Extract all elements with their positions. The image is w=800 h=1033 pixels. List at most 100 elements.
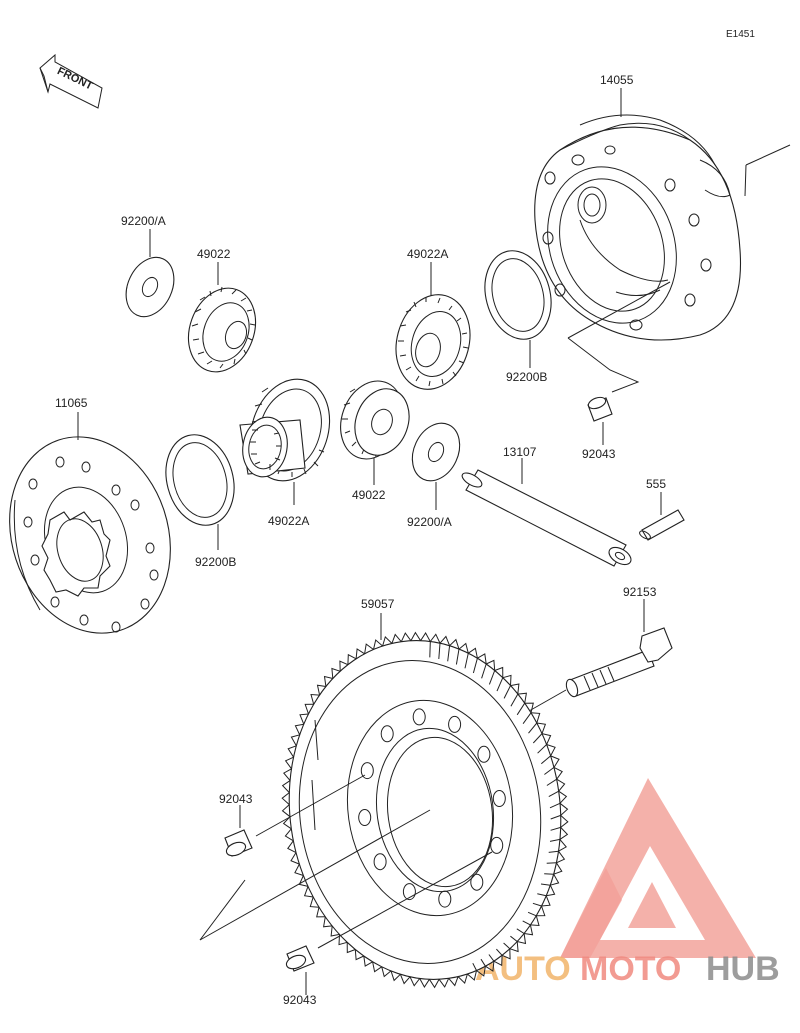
ring-gear-bolt-hole bbox=[360, 762, 374, 780]
ring-gear-tooth bbox=[331, 667, 341, 679]
ring-gear-tooth bbox=[391, 633, 402, 644]
ring-gear-tooth-face bbox=[528, 722, 538, 734]
ring-gear-tooth bbox=[290, 852, 300, 865]
ring-gear-tooth-face bbox=[522, 920, 531, 926]
label-11065: 11065 bbox=[55, 396, 88, 410]
ring-gear-tooth bbox=[517, 692, 528, 704]
ring-gear-tooth bbox=[339, 660, 349, 672]
ring-gear-tooth bbox=[429, 633, 441, 644]
label-555: 555 bbox=[646, 477, 666, 491]
ring-gear-tooth bbox=[419, 978, 430, 988]
ring-gear-tooth bbox=[546, 884, 556, 897]
ring-gear-tooth bbox=[310, 693, 320, 705]
bolt-92153 bbox=[565, 627, 673, 698]
label-14055: 14055 bbox=[600, 73, 634, 87]
label-92043-right: 92043 bbox=[582, 447, 616, 461]
ring-gear-tooth-face bbox=[447, 645, 451, 662]
ring-gear-tooth-face bbox=[549, 802, 561, 809]
label-49022a-side: 49022A bbox=[268, 514, 309, 528]
ring-gear-tooth bbox=[347, 653, 357, 665]
ring-gear-tooth bbox=[530, 712, 541, 724]
label-92043-left: 92043 bbox=[219, 792, 253, 806]
ring-gear-tooth bbox=[287, 745, 297, 758]
ring-gear-tooth bbox=[541, 733, 552, 745]
ring-gear-bolt-hole bbox=[448, 715, 462, 733]
ring-gear-tooth bbox=[290, 734, 300, 747]
ring-gear-tooth-face bbox=[548, 790, 559, 798]
label-92200a-top: 92200/A bbox=[121, 214, 166, 228]
label-92043-bottom: 92043 bbox=[283, 993, 317, 1007]
shim-92200b-left bbox=[165, 434, 235, 526]
ring-gear-tooth bbox=[281, 792, 290, 805]
ring-gear-tooth bbox=[541, 895, 551, 907]
ring-gear-tooth bbox=[536, 905, 546, 917]
ring-gear-tooth bbox=[284, 828, 294, 842]
ring-gear-tooth-face bbox=[496, 948, 503, 956]
ring-gear-tooth-face bbox=[429, 641, 431, 658]
ring-gear-tooth-face bbox=[516, 928, 525, 934]
ring-gear-tooth bbox=[556, 778, 566, 792]
svg-text:MOTO: MOTO bbox=[580, 950, 681, 988]
ring-gear-tooth bbox=[493, 955, 503, 967]
ring-gear-tooth-face bbox=[488, 670, 496, 685]
ring-gear-tooth bbox=[477, 653, 487, 665]
ring-gear-tooth-face bbox=[503, 685, 511, 699]
watermark-logo bbox=[560, 778, 756, 958]
shim-92200b-right bbox=[484, 250, 552, 340]
ring-gear-tooth-face bbox=[549, 838, 560, 842]
ring-gear-tooth bbox=[316, 907, 326, 918]
ring-gear-tooth-face bbox=[472, 962, 477, 971]
ring-gear-tooth bbox=[558, 790, 568, 804]
ring-gear-tooth bbox=[530, 915, 540, 927]
differential-cover bbox=[9, 436, 171, 634]
ring-gear-bolt-hole bbox=[373, 853, 387, 871]
ring-gear-tooth bbox=[449, 638, 460, 650]
ring-gear-tooth bbox=[467, 970, 477, 981]
differential-case bbox=[534, 114, 742, 341]
ring-gear-bolt-hole bbox=[380, 725, 394, 743]
ring-gear-tooth bbox=[410, 631, 422, 641]
ring-gear-tooth bbox=[283, 768, 292, 781]
ring-gear-tooth bbox=[381, 966, 392, 978]
ring-gear-tooth bbox=[559, 827, 569, 840]
ring-gear-tooth bbox=[282, 816, 292, 830]
ring-gear-tooth bbox=[560, 815, 569, 828]
ring-gear-tooth bbox=[322, 916, 333, 928]
label-59057: 59057 bbox=[361, 597, 395, 611]
ring-gear-tooth bbox=[372, 961, 382, 973]
ring-gear-tooth bbox=[558, 839, 567, 852]
label-49022-left: 49022 bbox=[197, 247, 231, 261]
ring-gear-bolt-hole bbox=[438, 890, 452, 908]
ring-gear-tooth bbox=[559, 802, 569, 816]
ring-gear-bolt-hole bbox=[402, 883, 416, 901]
ring-gear-tooth bbox=[346, 942, 356, 954]
ring-gear-tooth bbox=[382, 635, 393, 647]
watermark-text: AUTO MOTO HUB bbox=[475, 950, 780, 988]
ring-gear-tooth bbox=[556, 850, 566, 864]
ring-gear-59057 bbox=[281, 631, 569, 989]
dowel-92043-right bbox=[587, 396, 613, 422]
ring-gear-tooth bbox=[363, 955, 373, 967]
ring-gear-tooth-face bbox=[522, 712, 532, 724]
ring-gear-tooth bbox=[409, 976, 421, 987]
ring-gear-tooth-face bbox=[546, 778, 557, 786]
ring-gear-tooth bbox=[524, 924, 534, 936]
ring-gear-tooth bbox=[390, 970, 401, 982]
ring-gear-tooth-face bbox=[532, 733, 543, 744]
ring-gear-tooth-face bbox=[481, 663, 487, 679]
ring-gear-tooth bbox=[330, 925, 340, 937]
label-13107: 13107 bbox=[503, 445, 537, 459]
label-92200b-right: 92200B bbox=[506, 370, 547, 384]
ring-gear-tooth bbox=[364, 643, 374, 654]
ring-gear-tooth-face bbox=[544, 766, 555, 775]
ring-gear-tooth bbox=[476, 966, 486, 977]
label-92200b-left: 92200B bbox=[195, 555, 236, 569]
ring-gear-tooth bbox=[284, 756, 294, 770]
ring-gear-tooth bbox=[309, 896, 320, 908]
ring-gear-tooth bbox=[550, 873, 560, 886]
ring-gear-tooth bbox=[524, 702, 534, 713]
ring-gear-tooth-face bbox=[510, 693, 519, 707]
svg-text:HUB: HUB bbox=[706, 950, 780, 988]
ring-gear-tooth-face bbox=[540, 755, 551, 765]
washer-92200a-mid bbox=[411, 422, 461, 482]
